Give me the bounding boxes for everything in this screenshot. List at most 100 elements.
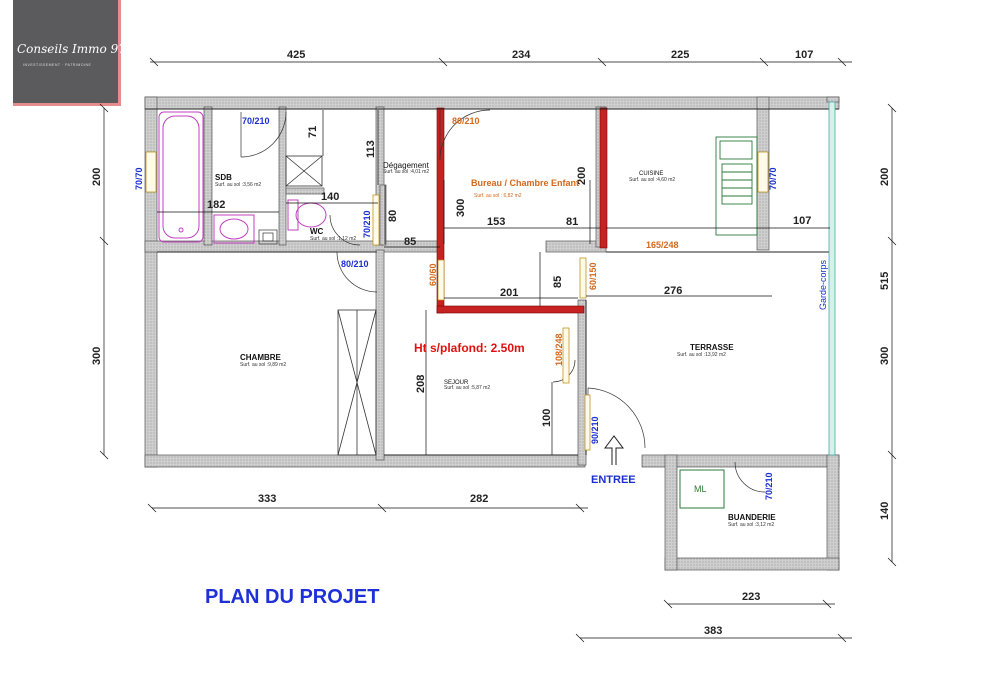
wall-chambre-top: [144, 240, 441, 253]
dim-182: 182: [207, 199, 225, 211]
washing-machine: [679, 469, 725, 509]
dim-153: 153: [487, 216, 505, 228]
dim-200: 200: [576, 167, 588, 185]
kitchen-counter: [715, 136, 758, 236]
wall-buanderie-bottom: [664, 557, 840, 571]
room-wc: WC: [310, 227, 324, 236]
dim-85: 85: [404, 236, 416, 248]
dim-276: 276: [664, 285, 682, 297]
dim-282: 282: [470, 493, 488, 505]
dim-425: 425: [287, 49, 305, 61]
dim-71: 71: [307, 126, 319, 138]
dim-333: 333: [258, 493, 276, 505]
room-degagement: Dégagement: [383, 161, 430, 170]
dim-234: 234: [512, 49, 531, 61]
door-label-d2: 80/210: [452, 116, 480, 126]
garde-corps-railing: [828, 101, 836, 456]
wall-top: [144, 96, 840, 110]
logo-name: Conseils Immo 972: [17, 42, 134, 56]
dim-140: 140: [321, 191, 339, 203]
dim-right-140: 140: [879, 502, 891, 520]
dim-223: 223: [742, 591, 760, 603]
entrance-label: ENTREE: [591, 474, 636, 486]
dim-113: 113: [365, 140, 377, 158]
washing-machine-label: ML: [694, 484, 707, 494]
room-sdb: SDB: [215, 173, 232, 182]
bathtub: [158, 111, 204, 243]
room-sdb-surf: Surf. au sol :3,56 m2: [215, 182, 261, 188]
room-sejour-surf: Surf. au sol :5,87 m2: [444, 385, 490, 391]
wall-degagement-stub: [379, 184, 387, 246]
sink: [213, 214, 255, 244]
dim-left-300: 300: [91, 347, 103, 365]
company-logo: Conseils Immo 972 INVESTISSEMENT · PATRI…: [13, 0, 134, 106]
entrance-arrow: [604, 435, 624, 465]
door-label-d9: 90/210: [590, 416, 600, 444]
door-label-d3: 70/210: [362, 210, 372, 238]
dim-300: 300: [455, 199, 467, 217]
door-swings: [240, 109, 766, 493]
room-terrasse-surf: Surf. au sol :13,92 m2: [677, 352, 726, 358]
dim-383: 383: [704, 625, 722, 637]
room-cuisine-surf: Surf. au sol :4,60 m2: [629, 177, 675, 183]
red-wall-bottom: [436, 305, 585, 314]
door-label-d10: 70/210: [764, 472, 774, 500]
room-buanderie: BUANDERIE: [728, 513, 776, 522]
door-label-d1: 70/210: [242, 116, 270, 126]
dim-100: 100: [541, 409, 553, 427]
door-label-d4: 80/210: [341, 259, 369, 269]
wall-sdb-right: [203, 106, 213, 246]
small-box: [258, 229, 278, 245]
room-bureau: Bureau / Chambre Enfant: [471, 178, 579, 188]
garde-corps-label: Garde-corps: [818, 259, 828, 310]
dim-201: 201: [500, 287, 518, 299]
dimension-lines: [99, 57, 897, 643]
wall-wc-top: [285, 187, 325, 195]
thin-walls: [145, 108, 839, 456]
dim-81: 81: [566, 216, 578, 228]
dim-left-200: 200: [91, 168, 103, 186]
wall-buanderie-left: [664, 454, 678, 571]
room-chambre-surf: Surf. au sol :9,89 m2: [240, 362, 286, 368]
walls: [144, 96, 840, 571]
dim-80: 80: [387, 210, 399, 222]
wall-chambre-right: [375, 249, 385, 461]
door-label-d7: 165/248: [646, 240, 679, 250]
room-terrasse: TERRASSE: [690, 343, 734, 352]
dim-208: 208: [415, 375, 427, 393]
door-label-d6: 60/150: [588, 262, 598, 290]
dim-107b: 107: [793, 215, 811, 227]
shower-box: [285, 155, 323, 187]
dim-right-200: 200: [879, 168, 891, 186]
wall-bottom-left: [144, 454, 586, 468]
toilet: [287, 199, 327, 231]
dim-85b: 85: [552, 276, 564, 288]
room-labels: SDB Surf. au sol :3,56 m2 Dégagement Sur…: [215, 161, 776, 528]
room-buanderie-surf: Surf. au sol :3,12 m2: [728, 522, 774, 528]
red-partitions: [436, 107, 608, 314]
plan-title: PLAN DU PROJET: [205, 586, 380, 608]
red-wall-right: [599, 107, 608, 249]
room-chambre: CHAMBRE: [240, 353, 282, 362]
door-labels: 70/210 80/210 70/210 80/210 60/60 60/150…: [134, 116, 778, 500]
dim-right-515: 515: [879, 272, 891, 290]
dim-225: 225: [671, 49, 689, 61]
wall-wc-left: [278, 106, 287, 246]
door-label-d5: 60/60: [428, 263, 438, 286]
windows: [145, 151, 769, 451]
window-label-w2: 70/70: [768, 167, 778, 190]
room-sejour: SEJOUR: [444, 380, 469, 386]
dim-right-300: 300: [879, 347, 891, 365]
window-label-w1: 70/70: [134, 167, 144, 190]
room-wc-surf: Surf. au sol :1,12 m2: [310, 236, 356, 242]
logo-tagline: INVESTISSEMENT · PATRIMOINE: [23, 63, 92, 67]
wall-buanderie-right: [826, 454, 840, 571]
ceiling-height-label: Ht s/plafond: 2.50m: [414, 341, 525, 355]
door-label-d8: 108/248: [554, 333, 564, 366]
annotations: Ht s/plafond: 2.50m ENTREE Garde-corps M…: [414, 259, 828, 494]
room-bureau-surf: Surf. au sol : 6,82 m2: [474, 193, 522, 199]
room-cuisine: CUISINE: [639, 171, 663, 177]
dim-107: 107: [795, 49, 813, 61]
wall-right-stub: [826, 96, 840, 103]
